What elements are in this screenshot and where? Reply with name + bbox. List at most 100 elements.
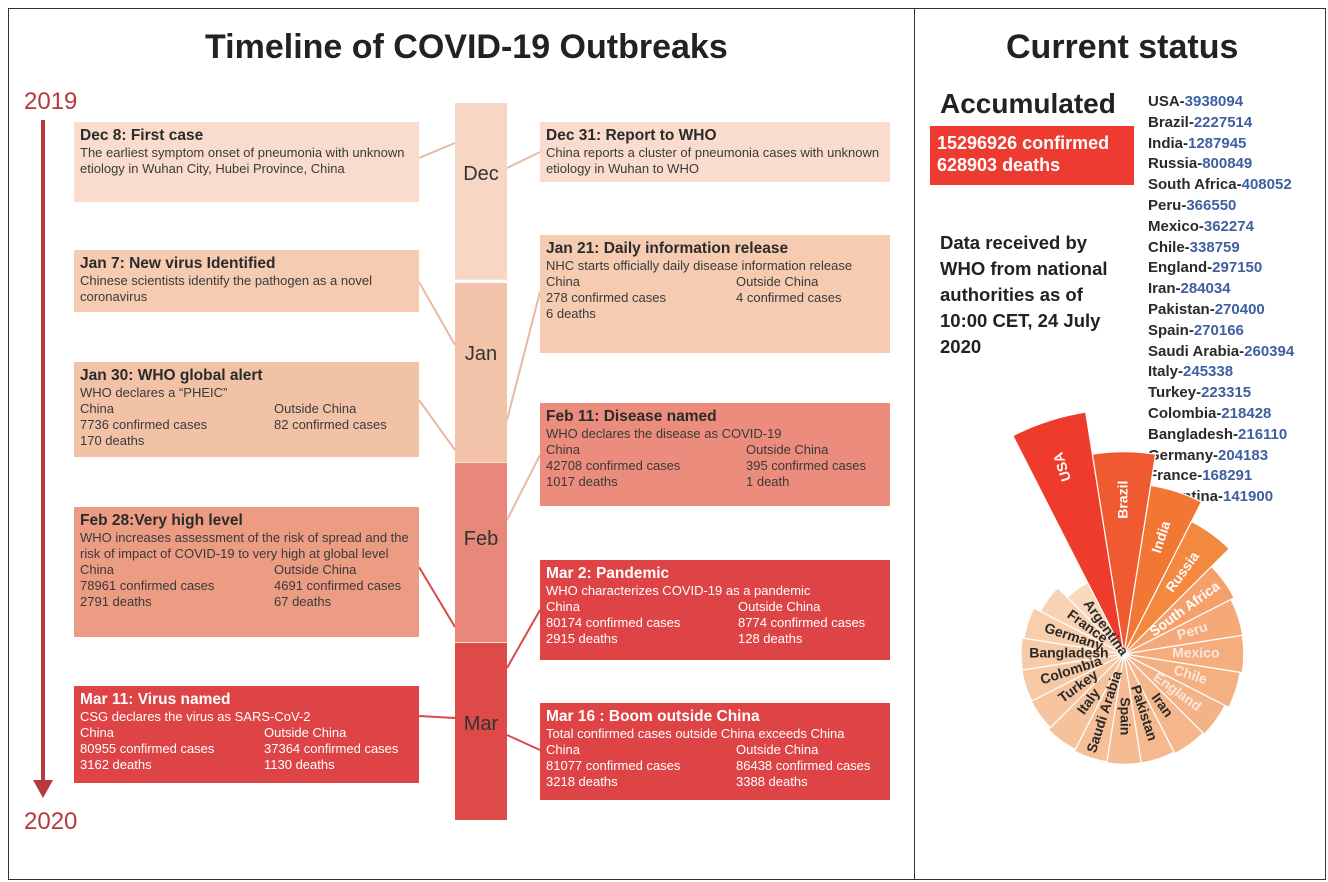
outside-china-stat: 37364 confirmed cases [264, 741, 399, 756]
country-cases: 2227514 [1193, 113, 1253, 131]
country-cases: 223315 [1201, 384, 1252, 402]
event-stats-row: 6 deaths [546, 306, 884, 322]
event-title: Mar 16 : Boom outside China [546, 708, 760, 725]
rose-wedge-brazil [1091, 451, 1157, 655]
timeline-arrow-head [33, 780, 53, 798]
country-list-item: Germany-204183 [1148, 446, 1294, 467]
country-cases: 338759 [1189, 238, 1240, 256]
rose-wedge-france [1039, 586, 1125, 655]
country-list-item: Pakistan-270400 [1148, 300, 1294, 321]
outside-china-stat: Outside China [746, 442, 829, 457]
event-description: The earliest symptom onset of pneumonia … [80, 145, 405, 176]
country-list-item: Italy-245338 [1148, 362, 1294, 383]
outside-china-stat: 4 confirmed cases [736, 290, 842, 305]
event-stats-row: 170 deaths [80, 433, 413, 449]
china-stat: 2791 deaths [80, 594, 152, 609]
china-stat: China [546, 442, 580, 457]
country-list-item: Mexico-362274 [1148, 217, 1294, 238]
event-title: Mar 2: Pandemic [546, 565, 670, 582]
china-stat: China [546, 599, 580, 614]
month-label: Mar [463, 713, 499, 735]
country-cases: 216110 [1238, 425, 1288, 443]
country-name: Italy- [1148, 363, 1184, 381]
connector-line [418, 399, 456, 451]
outside-china-stat: Outside China [264, 725, 347, 740]
country-name: England- [1148, 259, 1213, 277]
country-cases: 297150 [1212, 259, 1263, 277]
country-name: Peru- [1148, 196, 1187, 214]
china-stat: 170 deaths [80, 433, 145, 448]
event-stats-row: 278 confirmed cases 4 confirmed cases [546, 290, 884, 306]
country-name: USA- [1148, 93, 1185, 110]
rose-wedge-spain [1106, 653, 1142, 765]
connector-line [418, 566, 456, 628]
china-stat: 42708 confirmed cases [546, 458, 681, 473]
event-title: Jan 7: New virus Identified [80, 255, 276, 272]
panel-divider [914, 8, 915, 880]
country-list-item: Colombia-218428 [1148, 404, 1294, 425]
country-cases: 168291 [1202, 467, 1253, 485]
china-stat: 3218 deaths [546, 774, 618, 789]
china-stat: 278 confirmed cases [546, 290, 666, 305]
event-description: WHO increases assessment of the risk of … [80, 530, 409, 561]
country-cases: 245338 [1183, 363, 1234, 381]
accumulated-confirmed: 15296926 confirmed [937, 133, 1110, 153]
country-cases: 366550 [1186, 196, 1237, 214]
accumulated-box: 15296926 confirmed 628903 deaths [930, 126, 1134, 185]
country-cases: 204183 [1218, 446, 1269, 464]
country-name: Iran- [1148, 280, 1181, 298]
outside-china-stat: 82 confirmed cases [274, 417, 387, 432]
country-cases: 408052 [1241, 176, 1292, 194]
country-name: South Africa- [1148, 176, 1242, 194]
outside-china-stat: 3388 deaths [736, 774, 808, 789]
country-list-item: England-297150 [1148, 258, 1294, 279]
outside-china-stat: Outside China [274, 401, 357, 416]
year-start-label: 2019 [24, 88, 78, 115]
country-name: Germany- [1148, 446, 1219, 464]
timeline-graphics [33, 120, 541, 798]
connector-line [506, 454, 541, 521]
rose-label: Brazil [1115, 481, 1131, 519]
country-name: Spain- [1148, 321, 1194, 339]
rose-wedge-india [1123, 484, 1203, 655]
connector-line [418, 142, 456, 159]
rose-wedge-usa [1011, 411, 1125, 655]
china-stat: 78961 confirmed cases [80, 578, 215, 593]
rose-label: Mexico [1172, 645, 1219, 661]
china-stat: 6 deaths [546, 306, 596, 321]
china-stat: China [546, 274, 580, 289]
status-title: Current status [1006, 28, 1239, 66]
event-title: Jan 30: WHO global alert [80, 367, 263, 384]
rose-wedge-iran [1123, 653, 1204, 755]
country-cases: 270400 [1214, 300, 1265, 318]
china-stat: 7736 confirmed cases [80, 417, 208, 432]
rose-label: Bangladesh [1029, 645, 1108, 661]
country-list-item: Saudi Arabia-260394 [1148, 342, 1294, 363]
rose-wedge-turkey [1030, 653, 1125, 729]
event-description: CSG declares the virus as SARS-CoV-2 [80, 709, 311, 724]
month-label: Feb [463, 528, 499, 550]
event-title: Dec 31: Report to WHO [546, 127, 717, 144]
outside-china-stat: 86438 confirmed cases [736, 758, 871, 773]
country-cases: 284034 [1180, 280, 1231, 298]
country-list-item: Spain-270166 [1148, 321, 1294, 342]
china-stat: 1017 deaths [546, 474, 618, 489]
china-stat: 3162 deaths [80, 757, 152, 772]
country-list-item: USA-3938094 [1148, 92, 1294, 113]
event-description: Total confirmed cases outside China exce… [546, 726, 845, 741]
country-name: Brazil- [1148, 113, 1194, 131]
country-name: Bangladesh- [1148, 425, 1239, 443]
